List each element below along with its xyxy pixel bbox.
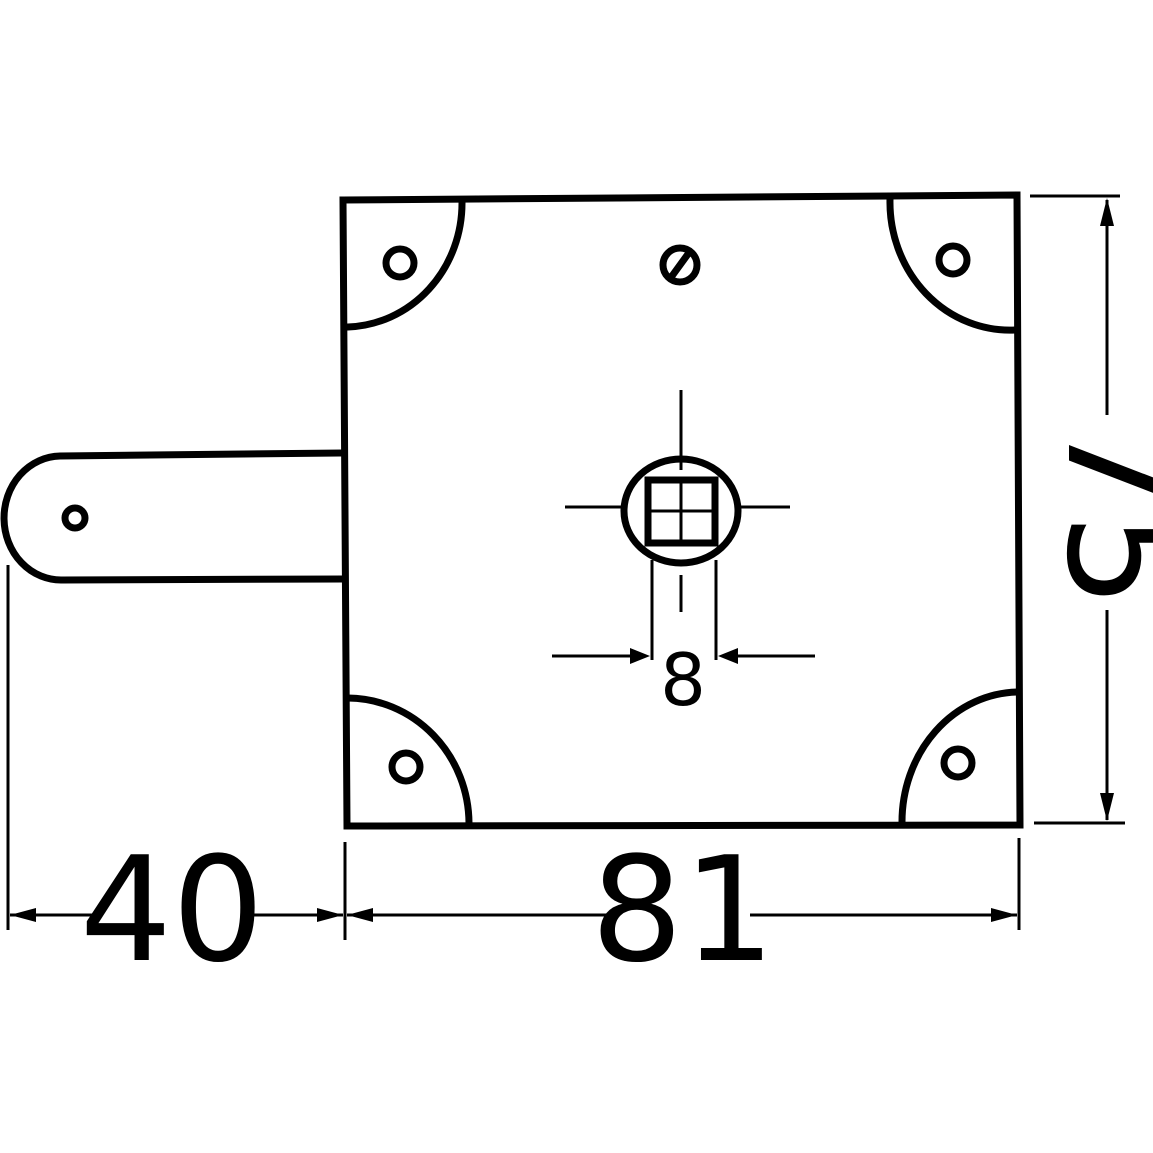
dimension-height-label: 75 <box>1033 418 1153 609</box>
hole-top-right <box>935 242 971 278</box>
latch-bolt <box>0 449 345 584</box>
corner-plate-bottom-right <box>898 688 1022 827</box>
corner-plate-top-left <box>344 198 466 331</box>
dimension-spindle-label: 8 <box>660 638 706 722</box>
screw-holes <box>382 242 976 785</box>
dimension-width-left-label: 40 <box>80 826 265 995</box>
corner-plate-top-right <box>886 195 1019 334</box>
spindle-hub <box>565 390 790 660</box>
hole-top-left <box>382 245 418 281</box>
hole-bottom-left <box>388 749 424 785</box>
corner-plate-bottom-left <box>344 694 473 827</box>
dimension-spindle: 8 <box>552 638 815 722</box>
hub-circle <box>620 455 742 567</box>
dimension-width-main-label: 81 <box>591 826 776 995</box>
hole-bottom-right <box>940 745 976 781</box>
lock-body <box>339 191 1024 830</box>
dimension-width: 40 81 <box>6 565 1021 995</box>
latch-hole <box>61 504 89 532</box>
corner-plates <box>344 195 1022 827</box>
hole-top-center <box>659 244 701 286</box>
dimension-height: 75 <box>1030 194 1153 825</box>
